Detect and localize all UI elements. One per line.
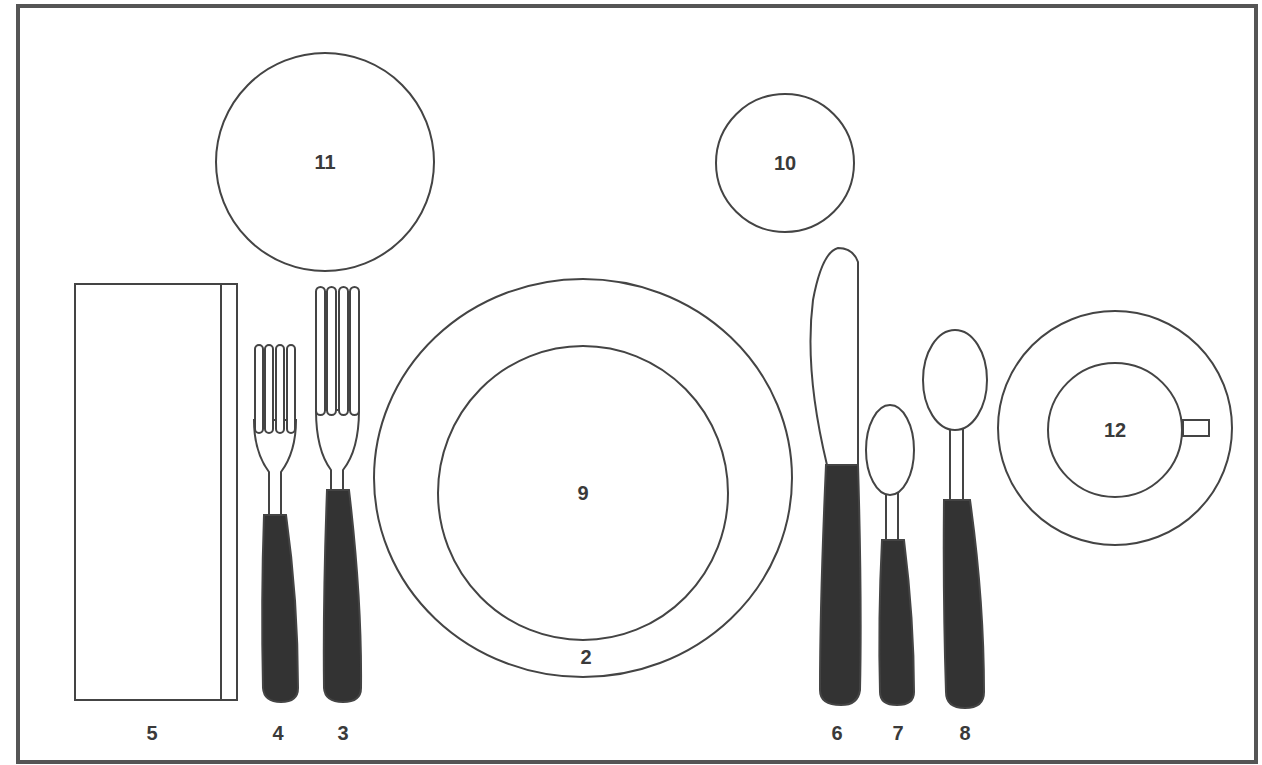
cup: 12 xyxy=(1047,362,1183,498)
soup-spoon xyxy=(923,330,987,708)
bread-plate: 11 xyxy=(215,52,435,272)
saucer xyxy=(998,311,1232,545)
callout-number: 3 xyxy=(337,722,348,745)
callout-number: 4 xyxy=(272,722,283,745)
knife xyxy=(810,248,860,705)
teaspoon xyxy=(866,405,914,705)
callout-number: 2 xyxy=(580,646,591,669)
dinner-fork xyxy=(316,287,361,702)
frame xyxy=(18,6,1256,762)
napkin xyxy=(75,284,237,700)
glass: 10 xyxy=(715,93,855,233)
callout-number: 8 xyxy=(959,722,970,745)
callout-number: 6 xyxy=(831,722,842,745)
callout-number: 12 xyxy=(1104,419,1126,442)
cup-handle xyxy=(1183,420,1209,436)
callout-number: 5 xyxy=(146,722,157,745)
callout-number: 9 xyxy=(577,482,588,505)
dinner-plate: 29 xyxy=(373,278,793,678)
salad-fork xyxy=(254,345,298,702)
soup-plate: 9 xyxy=(437,345,729,641)
callout-number: 7 xyxy=(892,722,903,745)
callout-number: 10 xyxy=(774,152,796,175)
callout-number: 11 xyxy=(314,151,335,174)
